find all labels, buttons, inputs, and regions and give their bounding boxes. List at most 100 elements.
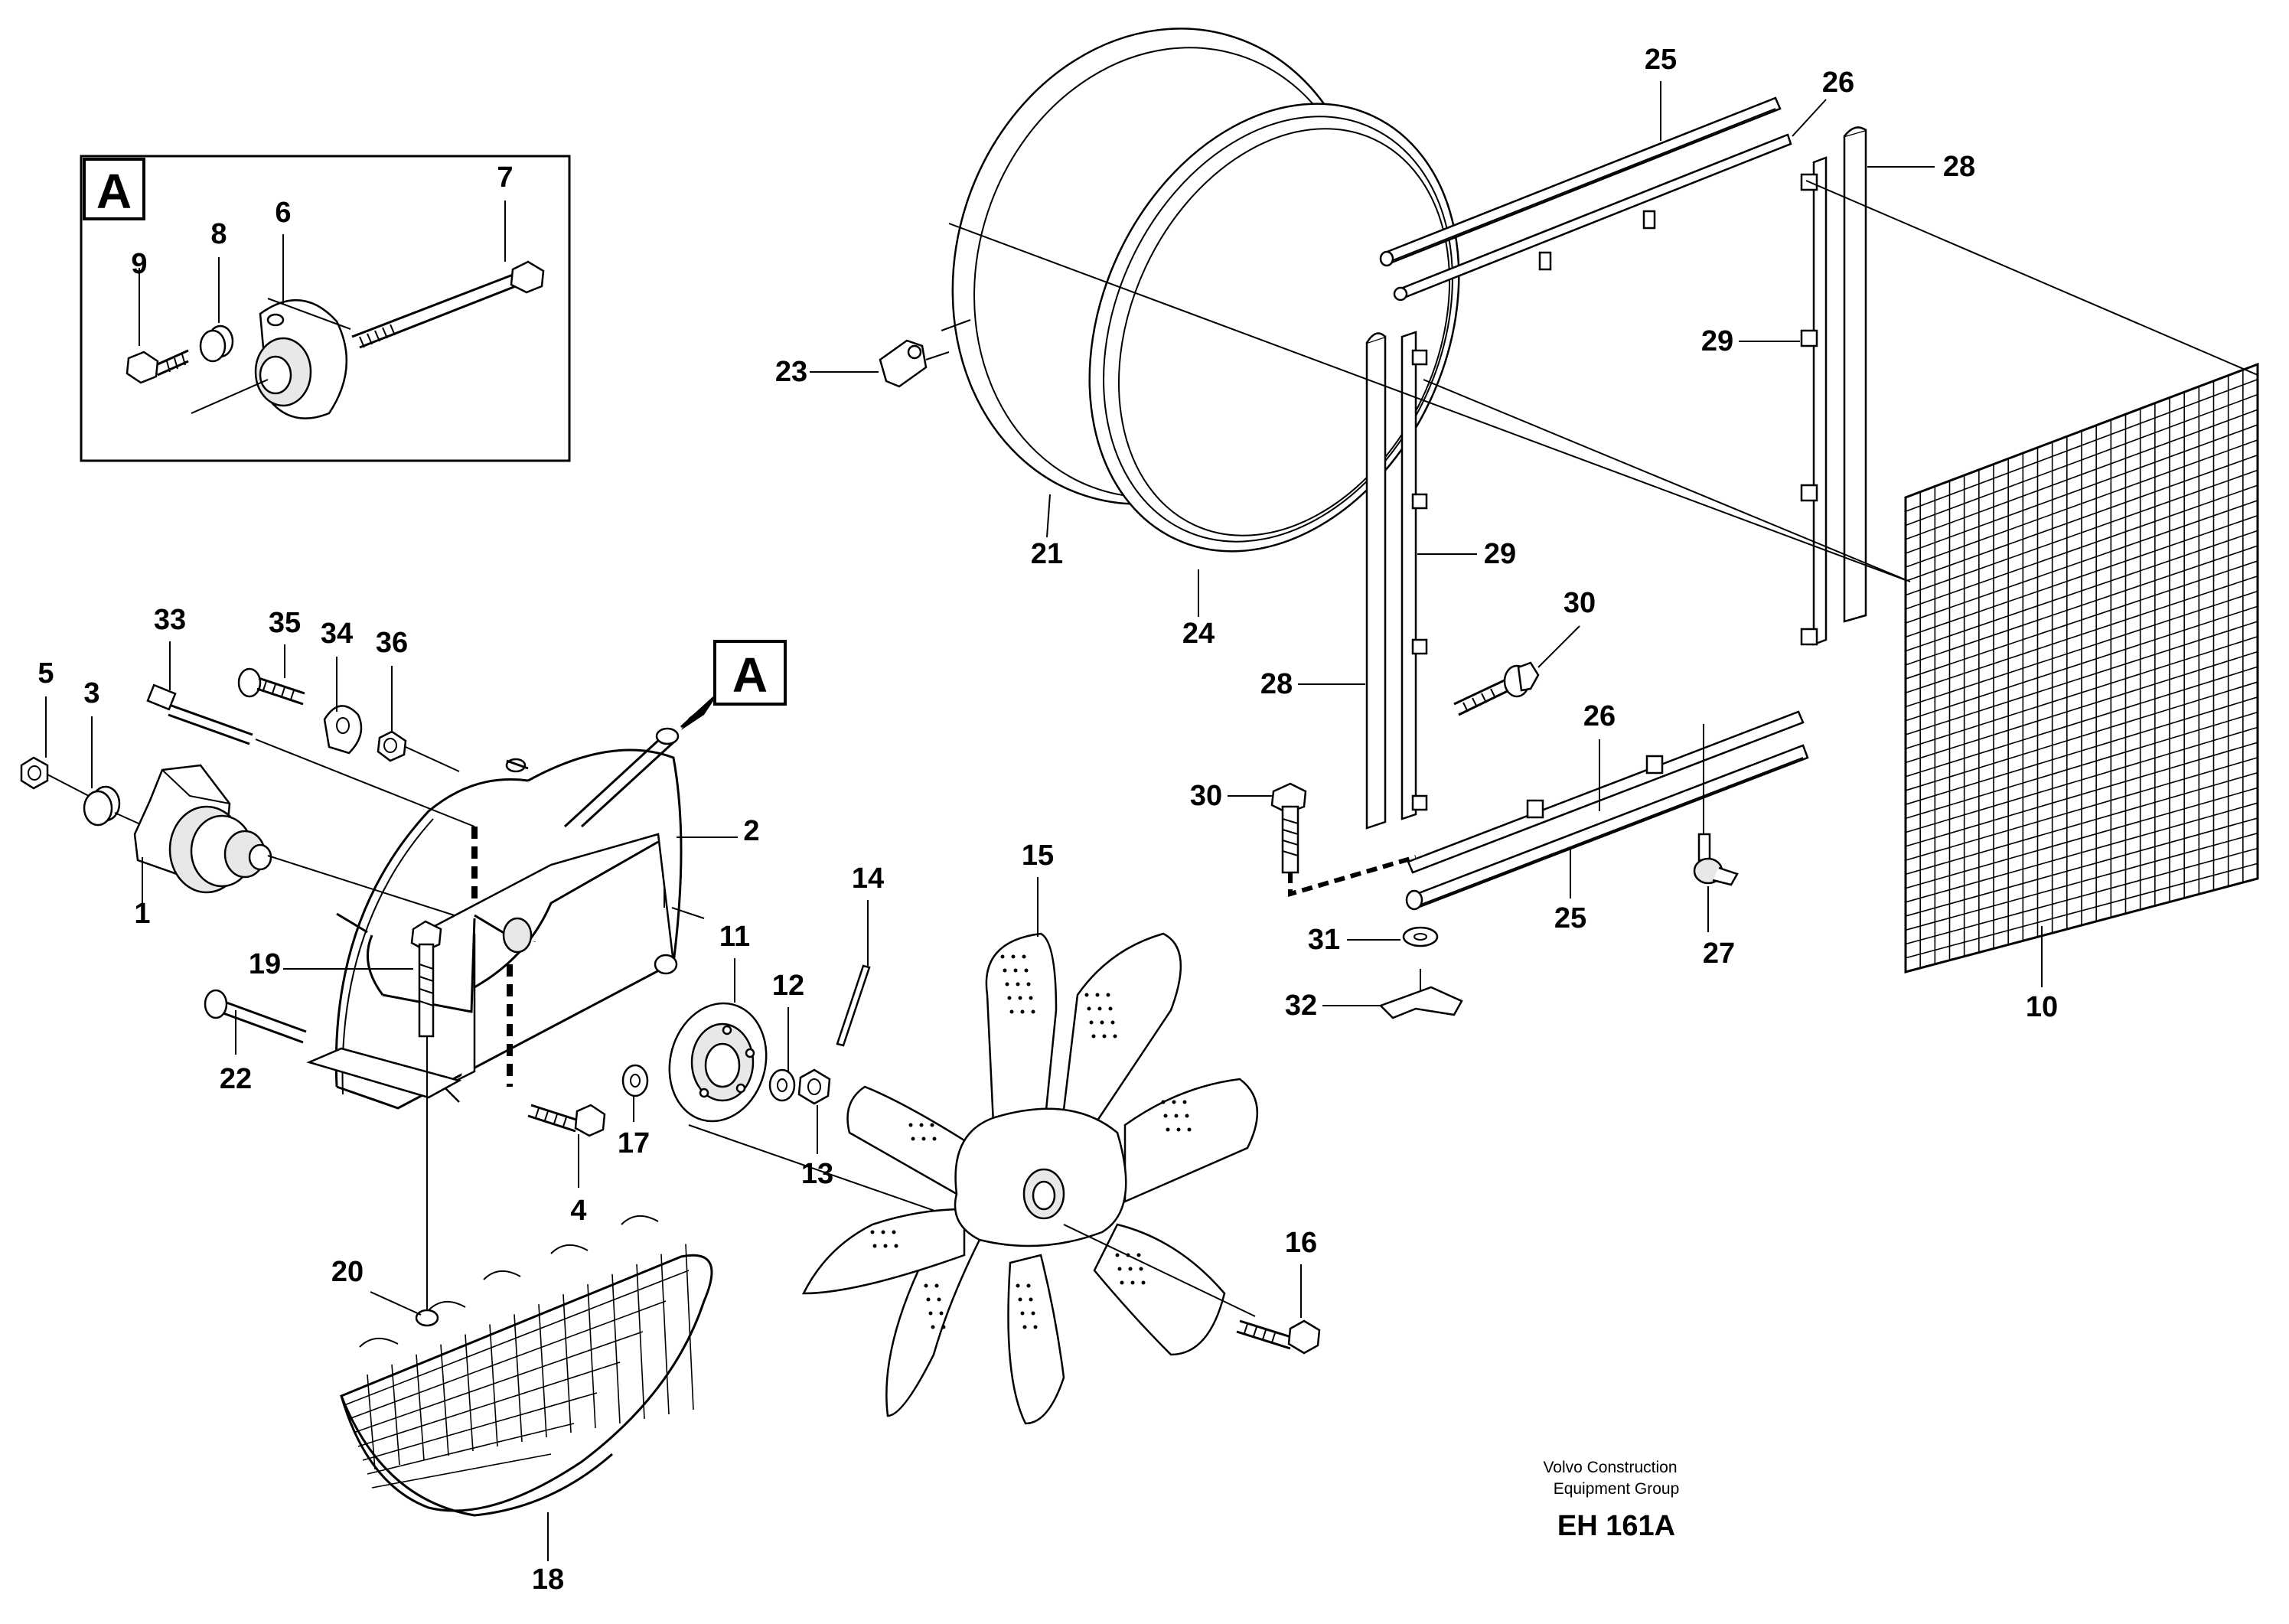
mesh-horizontal-wire [1905,545,2258,666]
guard-vertical-wire [611,1273,621,1424]
motor-1-icon [133,764,536,942]
perforation [934,1283,939,1288]
part-label-p5: 5 [37,657,54,690]
guard-horizontal-wire [353,1331,644,1433]
part-label-p22: 22 [220,1063,252,1095]
mesh-horizontal-wire [1905,817,2258,917]
perforation [1026,982,1031,986]
perforation [1091,1034,1096,1039]
part-label-p32: 32 [1285,990,1317,1022]
spacer-3-icon [83,785,121,827]
key-14-icon [836,964,871,1047]
perforation [1172,1100,1176,1104]
part-label-p3: 3 [83,677,99,709]
part-label-p21: 21 [1031,538,1063,570]
perforation [928,1311,933,1316]
perforation [1007,996,1012,1000]
perforation [1136,1253,1141,1257]
guard-horizontal-wire [362,1392,598,1461]
perforation [932,1136,937,1141]
washer-12-icon [768,1068,796,1102]
ball-stud-27-icon [1693,724,1739,886]
mesh-horizontal-wire [1905,560,2258,680]
mesh-horizontal-wire [1905,424,2258,554]
perforation [1022,954,1026,959]
perforation [1009,1009,1014,1014]
mesh-horizontal-wire [1905,863,2258,959]
vertical-rail-29-right [1800,156,1828,646]
perforation [894,1244,898,1248]
part-label-p7: 7 [497,161,513,194]
bolt-7-icon [351,260,545,349]
part-label-p36: 36 [376,627,408,659]
part-label-p28a: 28 [1943,151,1975,183]
guard-vertical-wire [391,1364,400,1466]
clip-32-icon [1378,969,1463,1019]
perforation [1106,993,1110,997]
part-label-p14: 14 [852,863,884,895]
bolt-19-icon [410,920,442,1038]
mesh-horizontal-wire [1905,409,2258,540]
mesh-horizontal-wire [1905,847,2258,945]
perforation [1020,1311,1025,1316]
mesh-horizontal-wire [1905,454,2258,582]
perforation [883,1244,888,1248]
part-label-p26a: 26 [1822,67,1854,99]
perforation [1029,996,1033,1000]
mesh-horizontal-wire [1905,469,2258,596]
perforation [941,1325,946,1329]
hub-11-icon [668,1002,768,1123]
bolt-30-lower-icon [1270,782,1307,874]
rail-bottom-26 [1407,710,1805,874]
leader-line-p26a [1792,99,1827,137]
perforation [1000,954,1005,959]
drawing-code: EH 161A [1557,1510,1675,1542]
leader-line-p20 [370,1291,422,1316]
mesh-horizontal-wire [1905,379,2258,512]
perforation [911,1136,915,1141]
part-label-p29b: 29 [1484,538,1516,570]
part-label-p23: 23 [775,356,807,388]
guard-vertical-wire [538,1304,547,1438]
bolt-33-icon [146,683,475,827]
perforation [1176,1127,1181,1132]
mesh-horizontal-wire [1905,636,2258,749]
part-label-p9: 9 [131,248,147,280]
part-label-p34: 34 [321,618,353,650]
radiator-screen-10 [1904,362,2259,973]
bolt-4-icon [527,1104,606,1137]
perforation [1087,1006,1091,1011]
rail-top-25 [1379,96,1782,267]
perforation [1130,1280,1135,1285]
perforation [1029,1297,1033,1302]
hub-6-icon [191,298,351,419]
perforation [1185,1114,1189,1118]
part-label-p29a: 29 [1701,325,1733,357]
perforation [881,1230,885,1234]
part-label-p13: 13 [801,1158,833,1190]
mesh-horizontal-wire [1905,393,2258,527]
part-label-p30a: 30 [1563,587,1596,619]
fan-blade-perforations [870,954,1192,1329]
perforation [1033,1325,1038,1329]
perforation [1031,1311,1035,1316]
mesh-horizontal-wire [1905,757,2258,861]
perforation [1016,982,1020,986]
mesh-horizontal-wire [1905,666,2258,778]
perforation [1163,1114,1168,1118]
mesh-horizontal-wire [1905,726,2258,833]
part-label-p35: 35 [269,607,301,639]
guard-horizontal-wire [348,1300,667,1420]
part-label-p15: 15 [1022,840,1054,872]
part-label-p17: 17 [618,1127,650,1159]
guard-horizontal-wire [344,1270,690,1406]
guard-mesh [344,1244,694,1489]
mesh-horizontal-wire [1905,575,2258,694]
perforation [1174,1114,1179,1118]
nut-13-icon [797,1068,831,1105]
perforation [1016,1283,1020,1288]
bolt-30-upper-icon [1453,661,1540,716]
mesh-horizontal-wire [1905,711,2258,820]
perforation [1115,1253,1120,1257]
nut-36-icon [377,730,407,762]
